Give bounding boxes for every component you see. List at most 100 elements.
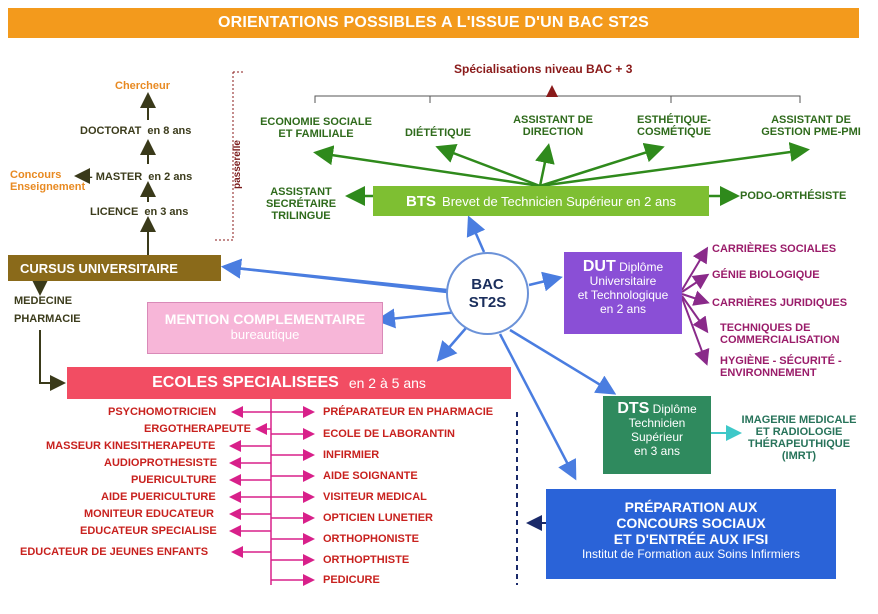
dut-box: DUT Diplôme Universitaire et Technologiq… [564, 252, 682, 334]
master-text: MASTER [95, 171, 143, 183]
prep-line2: CONCOURS SOCIAUX [616, 515, 766, 531]
imrt-line: THÉRAPEUTHIQUE [747, 438, 851, 450]
dut-line3: et Technologique [577, 288, 669, 302]
bts-option-line: ET FAMILIALE [278, 128, 354, 140]
master-prefix: - [89, 171, 96, 183]
bts-box: BTS Brevet de Technicien Supérieur en 2 … [373, 186, 709, 216]
bts-option-line: DIRECTION [522, 126, 584, 138]
dut-option-hygiene: HYGIÈNE - SÉCURITÉ - ENVIRONNEMENT [720, 355, 842, 379]
bts-option-line: SECRÉTAIRE [265, 198, 337, 210]
bts-option-line: ASSISTANT DE [771, 114, 851, 126]
bts-option-line: ASSISTANT [270, 186, 332, 198]
dts-line4: en 3 ans [633, 444, 681, 458]
specialisations-label: Spécialisations niveau BAC + 3 [454, 62, 633, 76]
bts-label: Brevet de Technicien Supérieur en 2 ans [442, 193, 676, 209]
doctorat-duration: en 8 ans [147, 125, 192, 137]
chercheur-label: Chercheur [115, 80, 171, 92]
ecole-right-item: OPTICIEN LUNETIER [323, 512, 434, 524]
dut-option-line: HYGIÈNE - SÉCURITÉ - [720, 355, 842, 367]
prep-line3: ET D'ENTRÉE AUX IFSI [613, 531, 769, 547]
bac-line2: ST2S [468, 293, 507, 311]
ecole-left-item: ERGOTHERAPEUTE [144, 423, 251, 435]
passerelle-label: passerelle [232, 140, 243, 190]
ecole-left-item: PSYCHOMOTRICIEN [108, 406, 217, 418]
preparation-concours-box: PRÉPARATION AUX CONCOURS SOCIAUX ET D'EN… [546, 489, 836, 579]
ecole-right-item: PEDICURE [323, 574, 380, 586]
dts-option-imrt: IMAGERIE MEDICALE ET RADIOLOGIE THÉRAPEU… [732, 414, 866, 462]
ecole-left-item: EDUCATEUR DE JEUNES ENFANTS [20, 546, 209, 558]
imrt-line: ET RADIOLOGIE [755, 426, 843, 438]
licence-duration: en 3 ans [144, 206, 189, 218]
medecine-text: MEDECINE [14, 295, 73, 307]
ecole-left-item: MONITEUR EDUCATEUR [84, 508, 214, 520]
licence-label: LICENCE en 3 ans [90, 206, 188, 218]
bts-option-economie: ECONOMIE SOCIALE ET FAMILIALE [254, 116, 378, 140]
ecole-left-item: AIDE PUERICULTURE [101, 491, 216, 503]
cursus-universitaire-box: CURSUS UNIVERSITAIRE [8, 255, 221, 281]
master-duration: en 2 ans [148, 171, 193, 183]
bts-option-podo: PODO-ORTHÉSISTE [740, 190, 847, 202]
dut-option-techniques-commercialisation: TECHNIQUES DE COMMERCIALISATION [720, 322, 840, 346]
doctorat-label: DOCTORAT en 8 ans [80, 125, 191, 137]
concours-line: Enseignement [10, 181, 86, 193]
licence-text: LICENCE [90, 206, 139, 218]
page-title: ORIENTATIONS POSSIBLES A L'ISSUE D'UN BA… [8, 8, 859, 38]
bts-option-line: GESTION PME-PMI [761, 126, 861, 138]
bts-option-line: DIÉTÉTIQUE [404, 127, 471, 139]
bts-option-assistant-secretaire: ASSISTANT SECRÉTAIRE TRILINGUE [260, 186, 342, 222]
ecoles-title: ECOLES SPECIALISEES [152, 374, 339, 391]
dut-abbr: DUT [582, 258, 616, 275]
dut-option-carrieres-sociales: CARRIÈRES SOCIALES [712, 243, 837, 255]
dts-line1: Diplôme [652, 402, 697, 416]
doctorat-text: DOCTORAT [80, 125, 142, 137]
ecole-right-item: AIDE SOIGNANTE [323, 470, 418, 482]
bts-option-line: ECONOMIE SOCIALE [260, 116, 372, 128]
ecoles-duration: en 2 à 5 ans [348, 375, 426, 391]
bts-option-esthetique: ESTHÉTIQUE- COSMÉTIQUE [630, 114, 718, 138]
bac-line1: BAC [471, 275, 504, 293]
dts-abbr: DTS [617, 400, 650, 417]
mention-subtitle: bureautique [230, 327, 300, 342]
dut-option-line: TECHNIQUES DE [720, 322, 811, 334]
dut-option-line: COMMERCIALISATION [720, 334, 840, 346]
imrt-line: IMAGERIE MEDICALE [741, 414, 857, 426]
ecole-right-item: ECOLE DE LABORANTIN [323, 428, 455, 440]
ecoles-specialisees-box: ECOLES SPECIALISEES en 2 à 5 ans [67, 367, 511, 399]
bts-option-line: COSMÉTIQUE [637, 126, 711, 138]
dts-line3: Supérieur [630, 430, 684, 444]
bts-option-line: TRILINGUE [271, 210, 331, 222]
ecole-right-item: ORTHOPTHISTE [323, 554, 410, 566]
pharmacie-text: PHARMACIE [14, 313, 81, 325]
mention-title: MENTION COMPLEMENTAIRE [164, 311, 366, 327]
mention-complementaire-box: MENTION COMPLEMENTAIRE bureautique [147, 302, 383, 354]
prep-line1: PRÉPARATION AUX [624, 499, 758, 515]
bts-option-dietetique: DIÉTÉTIQUE [398, 127, 478, 139]
dut-option-carrieres-juridiques: CARRIÈRES JURIDIQUES [712, 297, 848, 309]
dut-option-line: ENVIRONNEMENT [720, 367, 817, 379]
bts-option-line: ESTHÉTIQUE- [637, 114, 711, 126]
imrt-line: (IMRT) [781, 450, 817, 462]
bts-option-gestion: ASSISTANT DE GESTION PME-PMI [756, 114, 866, 138]
concours-enseignement-label: Concours Enseignement [10, 169, 86, 193]
medecine-pharmacie-label: MEDECINE PHARMACIE [14, 295, 81, 325]
dut-line4: en 2 ans [599, 302, 647, 316]
ecole-right-item: VISITEUR MEDICAL [323, 491, 427, 503]
ecole-left-item: MASSEUR KINESITHERAPEUTE [46, 440, 216, 452]
ecole-left-item: AUDIOPROTHESISTE [104, 457, 218, 469]
bac-st2s-circle: BAC ST2S [446, 252, 529, 335]
bts-option-line: ASSISTANT DE [513, 114, 593, 126]
ecole-right-item: ORTHOPHONISTE [323, 533, 419, 545]
dut-line2: Universitaire [589, 274, 657, 288]
dut-line1: Diplôme [619, 260, 664, 274]
ecole-left-item: EDUCATEUR SPECIALISE [80, 525, 217, 537]
ecole-right-item: INFIRMIER [323, 449, 380, 461]
ecole-left-item: PUERICULTURE [131, 474, 217, 486]
concours-line: Concours [10, 169, 62, 181]
bts-option-assistant-direction: ASSISTANT DE DIRECTION [505, 114, 601, 138]
master-label: - MASTER en 2 ans [89, 171, 192, 183]
ecole-right-item: PRÉPARATEUR EN PHARMACIE [323, 406, 494, 418]
dut-option-genie-biologique: GÉNIE BIOLOGIQUE [712, 269, 820, 281]
dts-line2: Technicien [628, 416, 686, 430]
dts-box: DTS Diplôme Technicien Supérieur en 3 an… [603, 396, 711, 474]
